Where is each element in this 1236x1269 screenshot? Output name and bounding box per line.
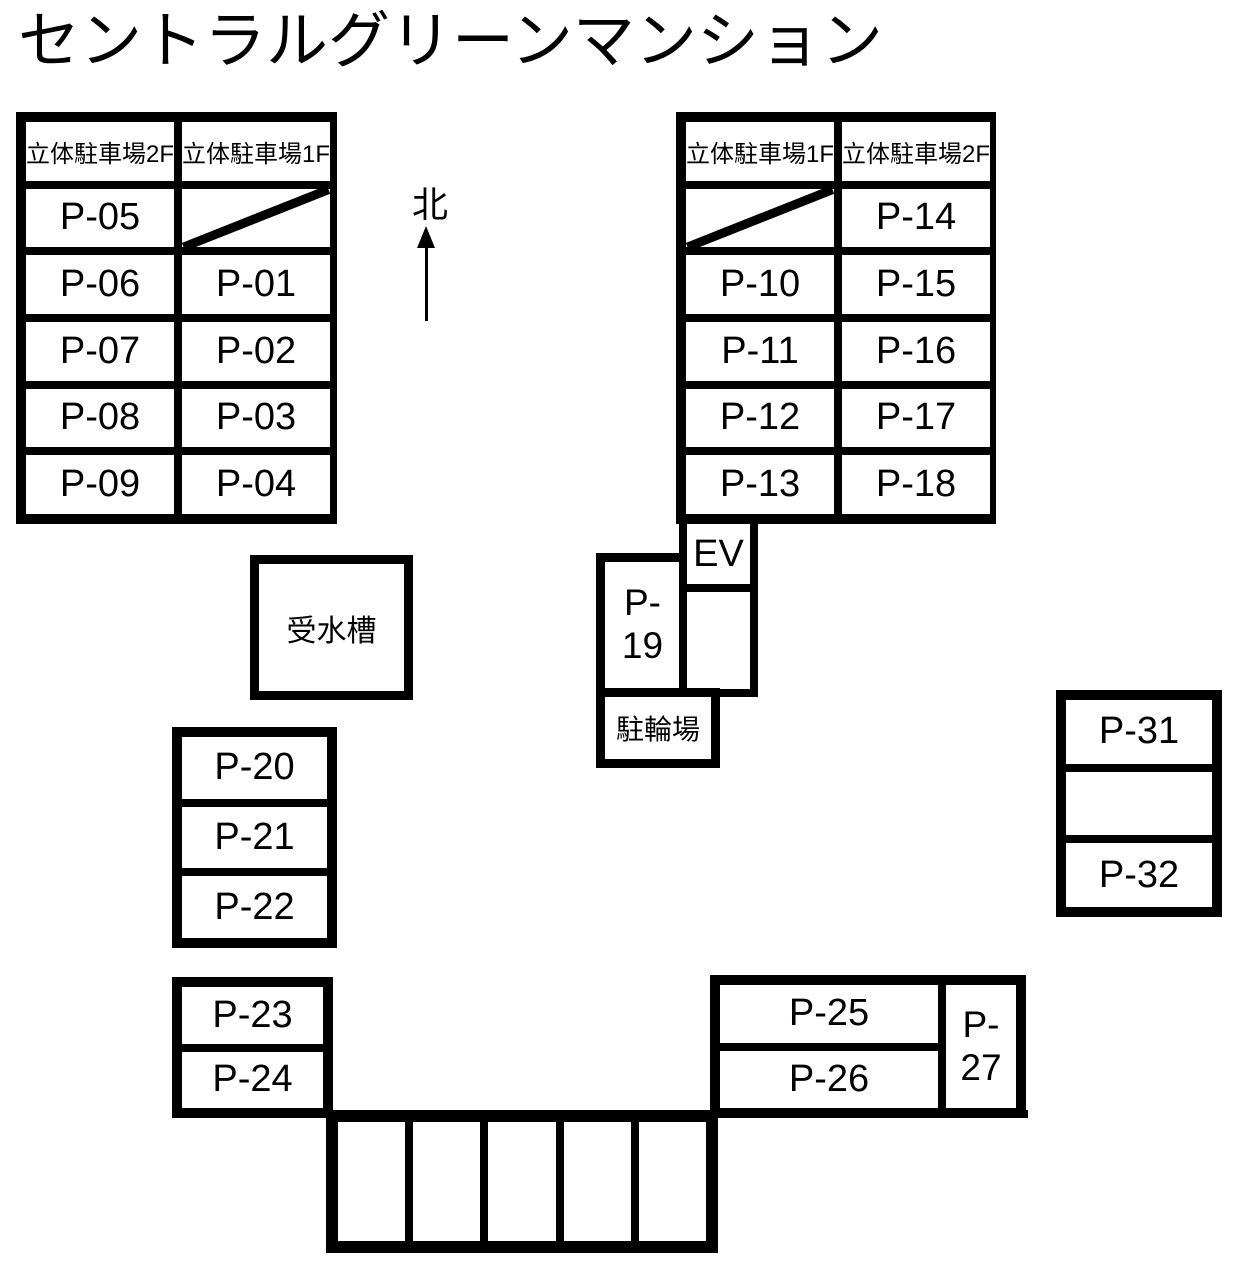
parking-spot-p24: P-24 <box>178 1047 327 1112</box>
water-tank-box: 受水槽 <box>250 555 413 700</box>
parking-spot-p09: P-09 <box>22 451 179 518</box>
parking-spot-p06: P-06 <box>22 251 179 318</box>
block-p31-p32: P-31 P-32 <box>1056 690 1222 917</box>
parking-spot-p15: P-15 <box>838 251 995 318</box>
empty-stall-cell <box>409 1118 485 1245</box>
diagonal-ramp-icon <box>182 189 330 248</box>
parking-spot-p26: P-26 <box>716 1046 942 1112</box>
parking-spot-p16: P-16 <box>838 317 995 385</box>
right-tower-block: 立体駐車場1F 立体駐車場2F P-14 P-10 P-15 P-11 P-16… <box>676 112 996 524</box>
parking-spot-p19: P- 19 <box>596 553 689 697</box>
page-title: セントラルグリーンマンション <box>18 7 883 76</box>
parking-spot-p17: P-17 <box>838 384 995 452</box>
right-tower-header-1f: 立体駐車場1F <box>682 118 839 185</box>
p27-line1: P- <box>962 1003 1000 1045</box>
parking-spot-p10: P-10 <box>682 251 839 318</box>
empty-box-below-elevator <box>679 584 758 697</box>
ramp-cell <box>682 184 839 252</box>
parking-spot-p07: P-07 <box>22 317 179 385</box>
empty-stall-cell <box>334 1118 410 1245</box>
left-tower-header-2f: 立体駐車場2F <box>22 118 179 185</box>
parking-spot-p08: P-08 <box>22 384 179 452</box>
empty-stall-cell <box>634 1118 710 1245</box>
parking-spot-p12: P-12 <box>682 384 839 452</box>
parking-spot-p02: P-02 <box>178 317 335 385</box>
left-tower-block: 立体駐車場2F 立体駐車場1F P-05 P-06 P-01 P-07 P-02… <box>16 112 337 524</box>
parking-spot-p11: P-11 <box>682 317 839 385</box>
elevator-label: EV <box>693 532 744 575</box>
parking-spot-p21: P-21 <box>178 802 331 873</box>
north-arrow-shaft <box>424 248 428 321</box>
parking-spot-p32: P-32 <box>1062 839 1216 911</box>
parking-spot-p18: P-18 <box>838 451 995 518</box>
water-tank-label: 受水槽 <box>286 614 377 648</box>
parking-spot-p03: P-03 <box>178 384 335 452</box>
north-arrow-icon <box>416 226 436 321</box>
diagonal-ramp-icon <box>686 189 834 248</box>
bottom-empty-stalls <box>326 1110 718 1253</box>
empty-spot-cell <box>1062 767 1216 840</box>
left-tower-header-1f: 立体駐車場1F <box>178 118 335 185</box>
block-p25-p27: P-25 P-26 P- 27 <box>710 975 1026 1118</box>
ramp-cell <box>178 184 335 252</box>
elevator-box: EV <box>679 516 758 592</box>
bicycle-parking-label: 駐輪場 <box>615 714 700 745</box>
parking-spot-p23: P-23 <box>178 983 327 1048</box>
p19-line1: P- <box>624 582 661 624</box>
empty-stall-cell <box>559 1118 635 1245</box>
block-p23-p24: P-23 P-24 <box>172 977 333 1118</box>
parking-spot-p13: P-13 <box>682 451 839 518</box>
parking-spot-p27: P- 27 <box>942 981 1020 1112</box>
parking-spot-p20: P-20 <box>178 733 331 803</box>
bicycle-parking-box: 駐輪場 <box>596 688 720 768</box>
empty-stall-cell <box>484 1118 560 1245</box>
p19-line2: 19 <box>621 625 664 666</box>
parking-spot-p25: P-25 <box>716 981 942 1047</box>
parking-spot-p14: P-14 <box>838 184 995 252</box>
right-tower-header-2f: 立体駐車場2F <box>838 118 995 185</box>
compass-north-label: 北 <box>412 184 449 225</box>
parking-spot-p05: P-05 <box>22 184 179 252</box>
parking-spot-p31: P-31 <box>1062 696 1216 768</box>
parking-spot-p04: P-04 <box>178 451 335 518</box>
block-p20-p22: P-20 P-21 P-22 <box>172 727 337 948</box>
parking-spot-p22: P-22 <box>178 872 331 942</box>
parking-spot-p01: P-01 <box>178 251 335 318</box>
north-arrow-head <box>417 226 435 248</box>
p27-line2: 27 <box>960 1046 1002 1088</box>
